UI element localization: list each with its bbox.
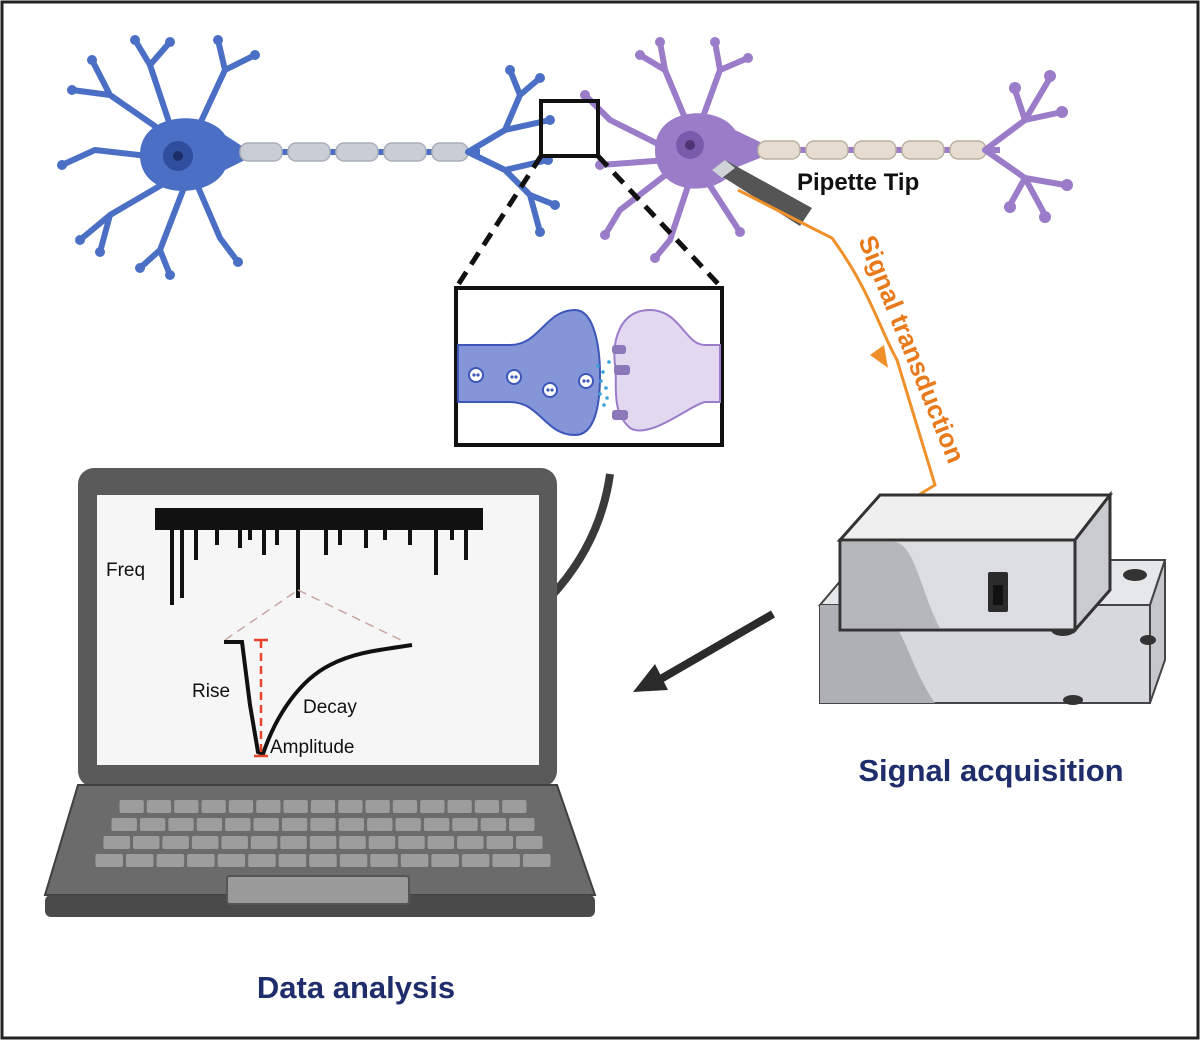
keyboard-key xyxy=(119,800,144,813)
keyboard-key xyxy=(461,854,490,867)
keyboard-key xyxy=(310,800,336,813)
keyboard-key xyxy=(309,836,337,849)
zoom-box xyxy=(539,99,600,158)
keyboard-key xyxy=(156,854,185,867)
laptop-icon xyxy=(43,468,597,917)
keyboard-key xyxy=(431,854,459,867)
keyboard-key xyxy=(392,800,418,813)
keyboard-key xyxy=(225,818,251,831)
signal-arrowhead xyxy=(870,345,888,368)
keyboard-key xyxy=(370,854,398,867)
keyboard-key xyxy=(126,854,154,867)
amplitude-label: Amplitude xyxy=(270,737,355,758)
signal-wire xyxy=(737,188,937,517)
zoom-line-left xyxy=(453,154,544,290)
keyboard-key xyxy=(139,818,166,831)
laptop-screen xyxy=(97,495,539,765)
laptop-trackpad xyxy=(226,875,410,905)
signal-acquisition-label: Signal acquisition xyxy=(858,753,1123,788)
keyboard-key xyxy=(248,854,276,867)
keyboard-key xyxy=(283,800,308,813)
zoom-line-right xyxy=(596,154,724,290)
keyboard-key xyxy=(339,854,368,867)
single-event-trace xyxy=(224,640,413,757)
keyboard-key xyxy=(228,800,254,813)
keyboard-key xyxy=(95,854,123,867)
data-analysis-label: Data analysis xyxy=(257,970,455,1005)
keyboard-key xyxy=(516,836,543,849)
keyboard-key xyxy=(162,836,189,849)
keyboard-key xyxy=(367,818,393,831)
synapse-detail-icon xyxy=(454,286,724,447)
keyboard-key xyxy=(201,800,226,813)
keyboard-key xyxy=(253,818,279,831)
keyboard-key xyxy=(427,836,455,849)
acquisition-arrowhead xyxy=(633,664,668,692)
keyboard-key xyxy=(146,800,172,813)
keyboard-key xyxy=(309,854,337,867)
postsynaptic-terminal-branches xyxy=(982,70,1073,223)
keyboard-key xyxy=(217,854,246,867)
keyboard-key xyxy=(365,800,390,813)
pipette-icon xyxy=(712,160,812,226)
freq-label: Freq xyxy=(106,560,145,581)
keyboard-key xyxy=(400,854,429,867)
keyboard-key xyxy=(310,818,336,831)
acquisition-arrow xyxy=(649,610,776,688)
keyboard-key xyxy=(221,836,248,849)
keyboard-key xyxy=(447,800,472,813)
keyboard-key xyxy=(398,836,425,849)
keyboard-key xyxy=(502,800,527,813)
keyboard-key xyxy=(420,800,445,813)
recording-trace xyxy=(155,508,483,605)
presynaptic-axon xyxy=(239,142,480,162)
keyboard-key xyxy=(281,818,308,831)
keyboard-key xyxy=(168,818,194,831)
keyboard-key xyxy=(480,818,507,831)
keyboard-key xyxy=(457,836,484,849)
keyboard-key xyxy=(133,836,160,849)
keyboard-key xyxy=(103,836,130,849)
keyboard-key xyxy=(280,836,307,849)
trace-zoom-line-right xyxy=(297,589,406,643)
keyboard-key xyxy=(368,836,396,849)
keyboard-key xyxy=(256,800,281,813)
keyboard-key xyxy=(452,818,478,831)
keyboard-key xyxy=(196,818,223,831)
decay-label: Decay xyxy=(303,697,357,718)
keyboard-key xyxy=(250,836,278,849)
keyboard-key xyxy=(474,800,500,813)
laptop-keyboard xyxy=(95,800,551,867)
keyboard-key xyxy=(523,854,551,867)
rise-label: Rise xyxy=(192,681,230,702)
keyboard-key xyxy=(187,854,215,867)
keyboard-key xyxy=(339,836,366,849)
keyboard-key xyxy=(338,818,365,831)
presynaptic-neuron-icon xyxy=(57,35,260,280)
keyboard-key xyxy=(338,800,363,813)
keyboard-key xyxy=(509,818,535,831)
pipette-tip-label: Pipette Tip xyxy=(797,169,919,196)
keyboard-key xyxy=(191,836,219,849)
keyboard-key xyxy=(486,836,514,849)
keyboard-key xyxy=(278,854,307,867)
keyboard-key xyxy=(395,818,421,831)
postsynaptic-axon xyxy=(755,140,1000,160)
keyboard-key xyxy=(174,800,199,813)
keyboard-key xyxy=(492,854,520,867)
keyboard-key xyxy=(423,818,450,831)
keyboard-key xyxy=(111,818,137,831)
amplifier-icon xyxy=(817,490,1167,705)
